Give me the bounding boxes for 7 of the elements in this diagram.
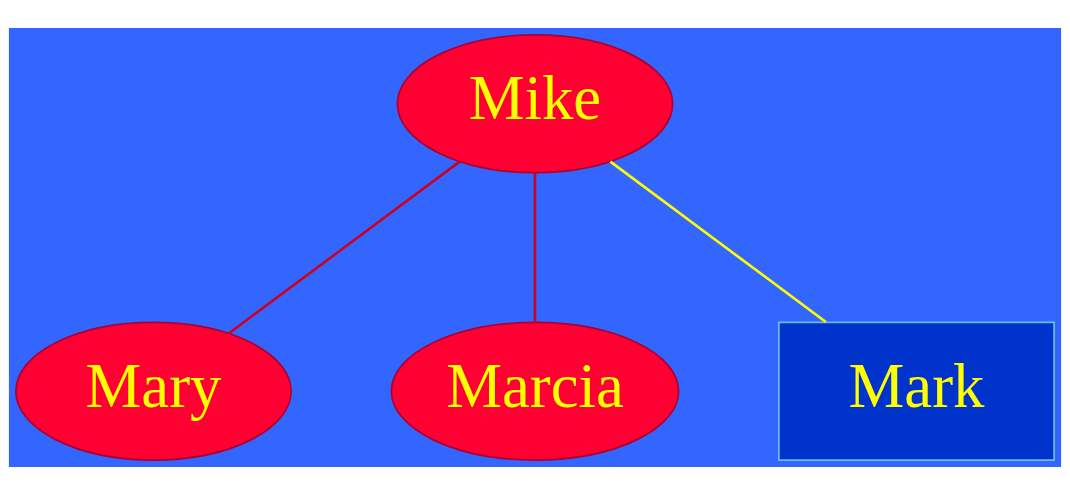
node-ellipse: Mary [15,321,292,461]
connector [227,160,461,335]
connector [609,160,827,323]
node-box: Mark [778,321,1055,461]
node-ellipse: Marcia [390,321,680,461]
node-ellipse: Mike [396,33,674,173]
connector [533,172,537,322]
